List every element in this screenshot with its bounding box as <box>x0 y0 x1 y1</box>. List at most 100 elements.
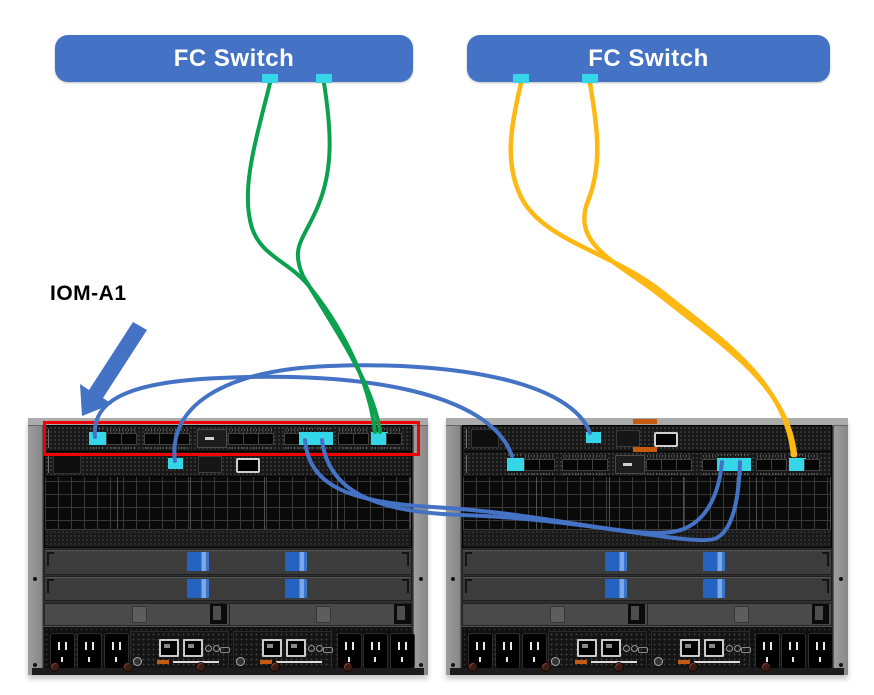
orange-release-tab <box>678 660 690 664</box>
fan-grille <box>462 476 832 548</box>
iom-slot-2 <box>462 451 832 477</box>
tray-corner-mark <box>47 552 54 566</box>
iom-small-box <box>198 456 222 473</box>
ethernet-port <box>577 639 597 657</box>
blue-tray-handle <box>703 552 725 571</box>
handle-bar <box>591 661 637 663</box>
iom-a1-red-outline <box>43 421 420 456</box>
fan-thumbscrew <box>468 662 478 672</box>
pull-handle <box>210 604 227 624</box>
micro-port <box>638 647 648 653</box>
qsfp-port <box>771 455 787 475</box>
qsfp-port <box>661 455 677 475</box>
status-led <box>213 645 220 652</box>
highlighted-port <box>168 458 183 469</box>
orange-latch-top <box>633 419 657 424</box>
handle-row <box>44 603 412 626</box>
chassis-bottom-edge <box>450 668 844 675</box>
power-socket <box>808 633 833 669</box>
qsfp-port <box>702 455 718 475</box>
qsfp-port <box>676 455 692 475</box>
qsfp-port <box>577 455 593 475</box>
status-led <box>205 645 212 652</box>
iom-small-box <box>616 430 640 447</box>
ethernet-port <box>159 639 179 657</box>
orange-release-tab <box>260 660 272 664</box>
highlighted-port <box>586 432 601 443</box>
row-edge-line <box>48 455 49 473</box>
recess-notch <box>734 606 749 623</box>
chassis-right <box>446 418 848 675</box>
sled-tray-1 <box>462 549 832 575</box>
tray-corner-mark <box>402 579 409 593</box>
tray-corner-mark <box>822 552 829 566</box>
fc-switch-left-label: FC Switch <box>173 44 295 72</box>
handle-row <box>462 603 832 626</box>
pull-handle <box>812 604 829 624</box>
blue-tray-handle <box>605 552 627 571</box>
row-edge-line <box>48 429 49 448</box>
qsfp-port <box>539 455 555 475</box>
iom-module-box <box>471 429 499 448</box>
iom-port-outline <box>654 432 678 447</box>
rail-screw-hole <box>33 663 37 667</box>
fan-thumbscrew <box>541 662 552 672</box>
status-led <box>726 645 733 652</box>
fan-thumbscrew <box>269 662 280 672</box>
fan-grille <box>44 476 412 548</box>
fan-thumbscrew <box>342 662 353 672</box>
status-led <box>734 645 741 652</box>
handle-bar <box>694 661 740 663</box>
recess-notch <box>132 606 147 623</box>
rail-screw-hole <box>839 577 843 581</box>
handle-row-half <box>647 604 831 625</box>
qsfp-port <box>804 455 820 475</box>
pull-handle <box>394 604 411 624</box>
fan-thumbscrew <box>50 662 60 672</box>
fan-thumbscrew <box>614 662 625 672</box>
status-led <box>308 645 315 652</box>
module-screw <box>654 657 663 666</box>
status-led <box>316 645 323 652</box>
power-socket <box>468 633 493 669</box>
sled-tray-2 <box>462 576 832 601</box>
fan-thumbscrew <box>196 662 207 672</box>
management-module <box>233 631 333 669</box>
ethernet-port <box>680 639 700 657</box>
fan-module-strip <box>45 529 411 547</box>
fc-switch-right-label: FC Switch <box>588 44 709 72</box>
power-socket <box>77 633 102 669</box>
row-edge-line <box>466 455 467 473</box>
tray-corner-mark <box>402 552 409 566</box>
green-cable-2 <box>295 81 382 434</box>
fc-switch-right-port-2 <box>582 74 598 83</box>
highlighted-port <box>507 454 524 475</box>
blue-tray-handle <box>285 579 307 598</box>
fan-thumbscrew <box>760 662 771 672</box>
highlighted-port <box>734 454 751 475</box>
iom-a1-arrow <box>80 322 147 416</box>
tray-corner-mark <box>822 579 829 593</box>
fan-module-strip <box>463 529 831 547</box>
fc-switch-left-port-2 <box>316 74 332 83</box>
fan-thumbscrew <box>123 662 134 672</box>
chassis-left <box>28 418 428 675</box>
qsfp-port <box>562 455 578 475</box>
blue-tray-handle <box>187 552 209 571</box>
status-led <box>631 645 638 652</box>
iom-mgmt-module <box>615 455 645 474</box>
qsfp-port <box>592 455 608 475</box>
orange-latch-mid <box>633 447 657 452</box>
handle-bar <box>173 661 219 663</box>
power-socket <box>390 633 415 669</box>
row-edge-line <box>466 429 467 448</box>
qsfp-port <box>756 455 772 475</box>
power-socket <box>522 633 547 669</box>
management-module <box>651 631 751 669</box>
orange-release-tab <box>157 660 169 664</box>
status-led <box>623 645 630 652</box>
fc-switch-left-port-1 <box>262 74 278 83</box>
fc-switch-left: FC Switch <box>55 35 413 82</box>
tray-corner-mark <box>465 552 472 566</box>
blue-tray-handle <box>703 579 725 598</box>
